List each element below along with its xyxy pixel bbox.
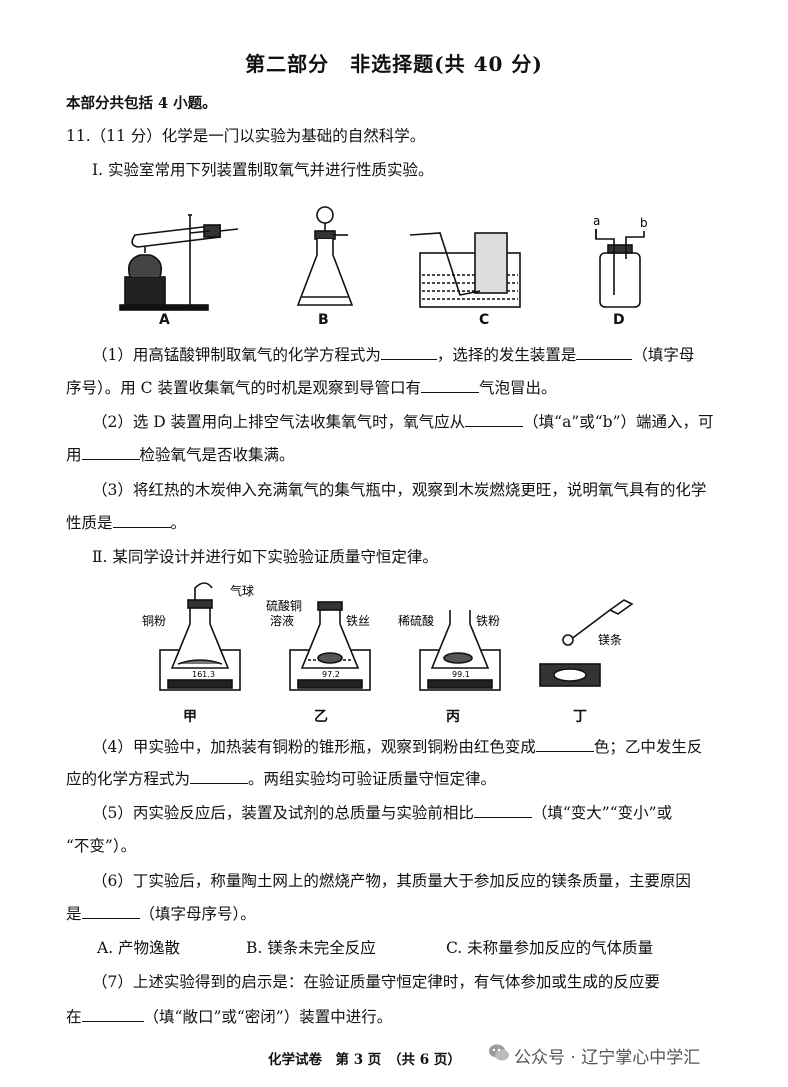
- experiment-label-jia: 甲: [183, 709, 197, 725]
- question-1-line-2: 序号）。用 C 装置收集氧气的时机是观察到导管口有气泡冒出。: [66, 376, 556, 398]
- experiment-yi-drawing: [289, 601, 371, 691]
- page-title: 第二部分 非选择题(共 40 分): [245, 52, 543, 76]
- apparatus-figure: a b: [119, 206, 648, 311]
- experiment-label-yi: 乙: [314, 709, 328, 725]
- label-mg-strip: 镁条: [598, 633, 622, 647]
- label-dilute-acid: 稀硫酸: [398, 613, 434, 628]
- page-footer: 化学试卷 第 3 页 （共 6 页）: [268, 1052, 461, 1068]
- experiment-bing-drawing: [419, 610, 501, 691]
- apparatus-c-drawing: [409, 232, 521, 308]
- question-6-line-1: （6）丁实验后，称量陶土网上的燃烧产物，其质量大于参加反应的镁条质量，主要原因: [92, 872, 691, 890]
- option-a: A. 产物逸散: [97, 939, 181, 957]
- scale-reading-yi: 97.2: [322, 670, 340, 679]
- label-iron-wire: 铁丝: [346, 614, 370, 628]
- experiment-label-bing: 丙: [446, 709, 460, 725]
- question-3-line-2: 性质是。: [66, 511, 186, 533]
- question-6-line-2: 是（填字母序号）。: [66, 902, 256, 924]
- question-11-stem: 11.（11 分）化学是一门以实验为基础的自然科学。: [66, 127, 426, 145]
- experiment-ding-drawing: [539, 599, 634, 687]
- experiment-figure: 气球 铜粉 硫酸铜 溶液 铁丝 稀硫酸 铁粉 镁条 161.3 97.2 99.…: [142, 582, 634, 691]
- question-4-line-2: 应的化学方程式为。两组实验均可验证质量守恒定律。: [66, 767, 496, 789]
- question-2-line-1: （2）选 D 装置用向上排空气法收集氧气时，氧气应从（填“a”或“b”）端通入，…: [92, 410, 714, 432]
- option-b: B. 镁条未完全反应: [246, 939, 376, 957]
- answer-blank-q4-equation[interactable]: [190, 767, 249, 784]
- question-1-line-1: （1）用高锰酸钾制取氧气的化学方程式为，选择的发生装置是（填字母: [92, 343, 694, 365]
- answer-blank-q4-color[interactable]: [535, 735, 594, 752]
- tube-label-b: b: [640, 216, 648, 230]
- answer-blank-q2-test[interactable]: [81, 443, 140, 460]
- answer-blank-q5-mass[interactable]: [473, 801, 532, 818]
- question-7-line-1: （7）上述实验得到的启示是：在验证质量守恒定律时，有气体参加或生成的反应要: [92, 973, 660, 991]
- answer-blank-q1-equation[interactable]: [380, 343, 437, 360]
- apparatus-label-b: B: [318, 312, 329, 328]
- answer-blank-q2-end[interactable]: [465, 410, 524, 427]
- question-3-line-1: （3）将红热的木炭伸入充满氧气的集气瓶中，观察到木炭燃烧更旺，说明氧气具有的化学: [92, 481, 707, 499]
- apparatus-label-c: C: [479, 312, 490, 328]
- label-copper-powder: 铜粉: [142, 613, 166, 628]
- question-5-line-2: “不变”）。: [66, 837, 137, 855]
- scale-reading-jia: 161.3: [192, 670, 215, 679]
- question-4-line-1: （4）甲实验中，加热装有铜粉的锥形瓶，观察到铜粉由红色变成色；乙中发生反: [92, 735, 702, 757]
- label-cuso4-line2: 溶液: [270, 613, 294, 628]
- label-iron-powder: 铁粉: [476, 614, 500, 628]
- answer-blank-q3-property[interactable]: [112, 511, 171, 528]
- apparatus-label-d: D: [613, 312, 625, 328]
- answer-blank-q1-bubbles[interactable]: [420, 376, 479, 393]
- apparatus-label-a: A: [159, 312, 170, 328]
- apparatus-d-drawing: [595, 229, 645, 308]
- question-7-line-2: 在（填“敞口”或“密闭”）装置中进行。: [66, 1005, 392, 1027]
- wechat-icon: [488, 1042, 510, 1064]
- answer-blank-q6-reason[interactable]: [81, 902, 140, 919]
- answer-blank-q1-device[interactable]: [576, 343, 633, 360]
- part-2-heading: Ⅱ. 某同学设计并进行如下实验验证质量守恒定律。: [92, 548, 438, 566]
- section-intro: 本部分共包括 4 小题。: [66, 95, 217, 112]
- label-balloon: 气球: [230, 583, 254, 598]
- part-1-heading: Ⅰ. 实验室常用下列装置制取氧气并进行性质实验。: [92, 161, 434, 179]
- apparatus-a-drawing: [119, 214, 239, 311]
- scale-reading-bing: 99.1: [452, 670, 470, 679]
- apparatus-b-drawing: [296, 206, 354, 306]
- label-cuso4-line1: 硫酸铜: [266, 598, 302, 613]
- watermark: 公众号 · 辽宁掌心中学汇: [514, 1048, 701, 1068]
- answer-blank-q7-device[interactable]: [81, 1005, 144, 1022]
- question-5-line-1: （5）丙实验反应后，装置及试剂的总质量与实验前相比（填“变大”“变小”或: [92, 801, 672, 823]
- experiment-label-ding: 丁: [573, 709, 587, 725]
- experiment-jia-drawing: [159, 582, 241, 691]
- option-c: C. 未称量参加反应的气体质量: [446, 939, 654, 957]
- question-2-line-2: 用检验氧气是否收集满。: [66, 443, 295, 465]
- tube-label-a: a: [593, 214, 600, 228]
